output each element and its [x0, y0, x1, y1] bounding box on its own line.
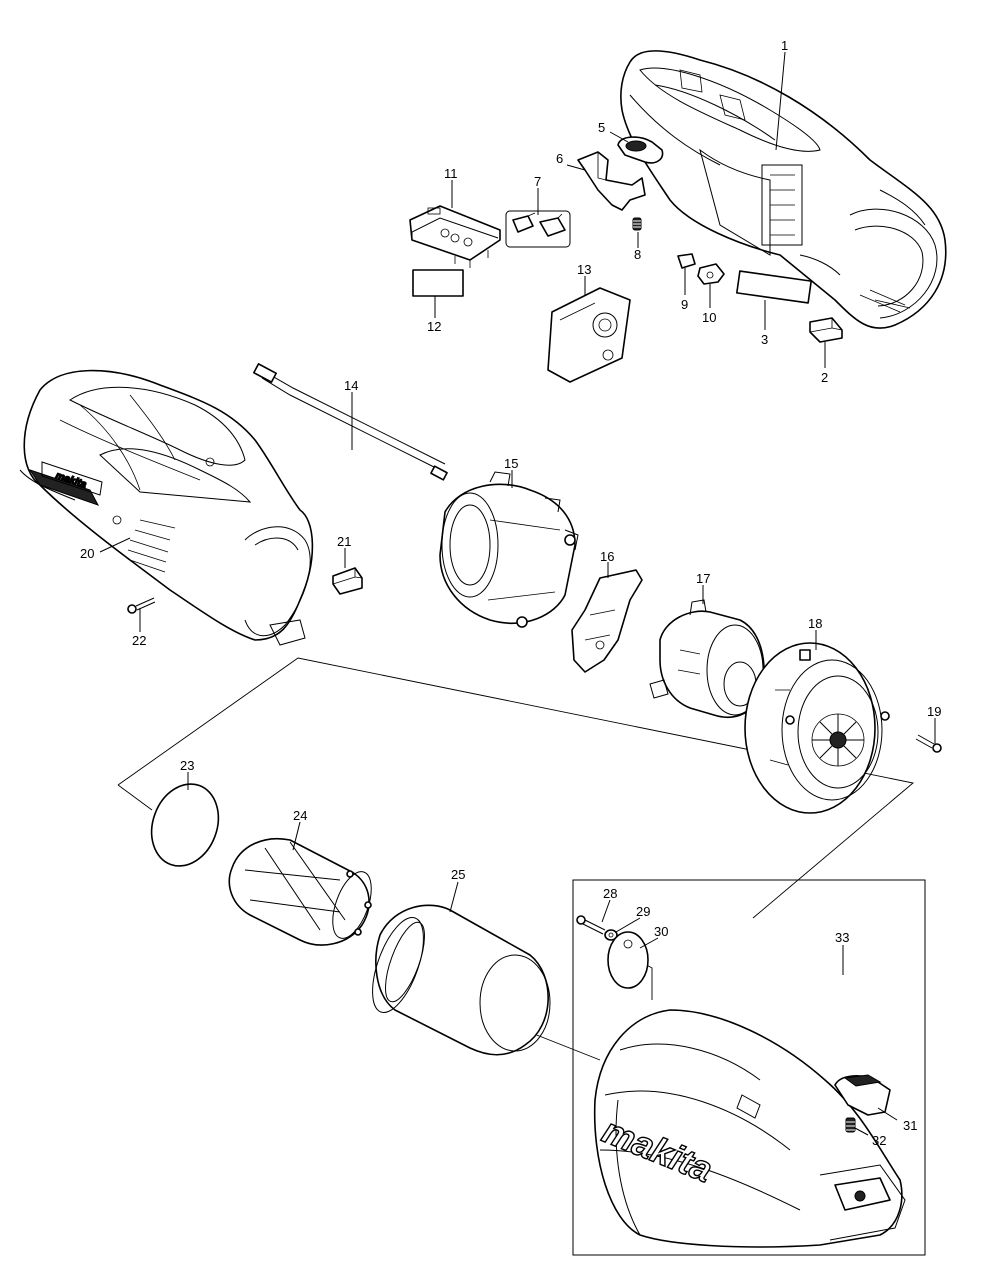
part-8-spring	[632, 217, 642, 231]
part-10-connector	[697, 263, 725, 285]
part-11-controller	[409, 205, 501, 268]
part-16-brush-holder	[571, 569, 643, 673]
label-part-31: 31	[903, 1118, 917, 1133]
part-25-filter	[372, 904, 551, 1056]
label-part-13: 13	[577, 262, 591, 277]
part-13-seal-plate	[547, 287, 631, 383]
label-part-5: 5	[598, 120, 605, 135]
part-19-screw	[915, 734, 942, 753]
part-number-labels: 1 2 3 5 6 7 8 9 10 11 12 13 14 15 16 17 …	[80, 38, 941, 1148]
label-part-3: 3	[761, 332, 768, 347]
part-14-lead-wire	[253, 363, 448, 481]
label-part-9: 9	[681, 297, 688, 312]
label-part-25: 25	[451, 867, 465, 882]
part-5-switch-button	[617, 136, 664, 164]
label-part-18: 18	[808, 616, 822, 631]
label-part-10: 10	[702, 310, 716, 325]
part-29-washer	[604, 929, 618, 941]
part-30-valve	[607, 931, 649, 989]
assembly-33-frame	[572, 879, 926, 1256]
part-32-spring	[845, 1117, 856, 1133]
label-part-7: 7	[534, 174, 541, 189]
label-part-16: 16	[600, 549, 614, 564]
label-part-2: 2	[821, 370, 828, 385]
part-22-screw	[127, 597, 156, 614]
part-15-motor-housing	[439, 471, 579, 628]
part-6-switch-lever	[577, 151, 646, 211]
part-33-nozzle-assembly: makita	[593, 1009, 906, 1248]
label-part-19: 19	[927, 704, 941, 719]
part-21-clip	[332, 567, 363, 595]
part-3-label-plate	[736, 270, 812, 304]
part-28-screw	[576, 915, 606, 935]
part-20-housing: makita	[19, 369, 314, 646]
label-part-33: 33	[835, 930, 849, 945]
label-part-28: 28	[603, 886, 617, 901]
label-part-30: 30	[654, 924, 668, 939]
label-part-32: 32	[872, 1133, 886, 1148]
part-9-terminal	[677, 253, 696, 269]
label-part-23: 23	[180, 758, 194, 773]
label-part-14: 14	[344, 378, 358, 393]
part-1-housing-half	[620, 50, 947, 329]
label-part-24: 24	[293, 808, 307, 823]
part-17-motor	[649, 599, 765, 719]
label-part-29: 29	[636, 904, 650, 919]
label-part-8: 8	[634, 247, 641, 262]
label-part-20: 20	[80, 546, 94, 561]
leader-lines	[99, 51, 936, 1136]
label-part-12: 12	[427, 319, 441, 334]
impeller-blades	[811, 713, 865, 767]
label-part-17: 17	[696, 571, 710, 586]
label-part-1: 1	[781, 38, 788, 53]
label-part-11: 11	[444, 166, 458, 181]
label-part-21: 21	[337, 534, 351, 549]
label-part-15: 15	[504, 456, 518, 471]
part-24-prefilter	[228, 838, 372, 946]
part-31-release-button	[834, 1074, 891, 1116]
part-23-sponge	[150, 783, 220, 867]
part-7-micro-switch	[505, 210, 571, 248]
part-2-clip	[809, 317, 843, 343]
part-18-fan-housing	[744, 642, 890, 814]
label-part-6: 6	[556, 151, 563, 166]
label-part-22: 22	[132, 633, 146, 648]
part-12-insulation-sheet	[412, 269, 464, 297]
